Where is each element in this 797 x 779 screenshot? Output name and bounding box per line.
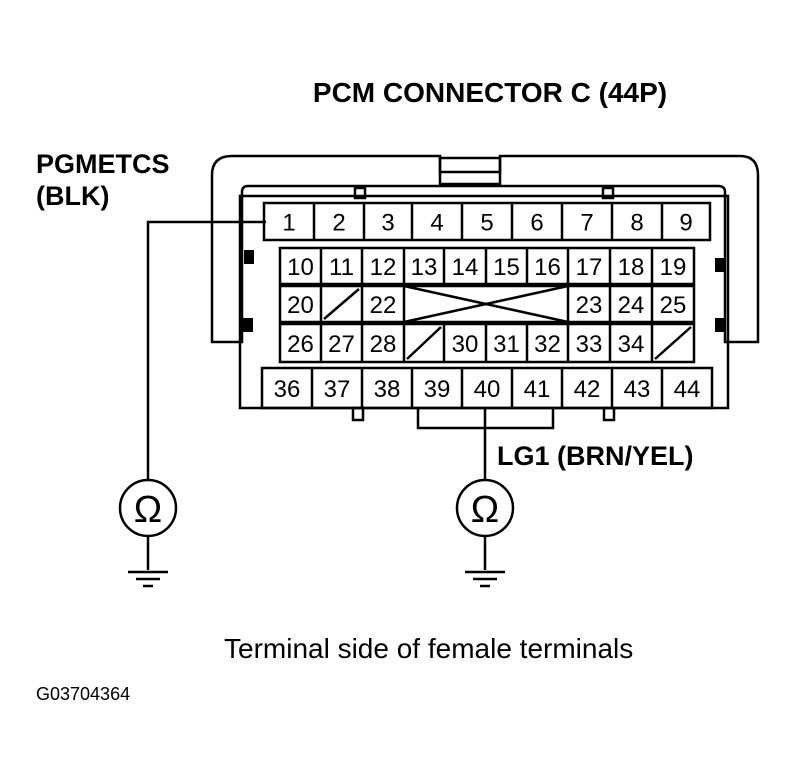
- terminal-26: 26: [287, 331, 314, 358]
- terminal-23: 23: [576, 292, 603, 319]
- terminal-6: 6: [530, 210, 543, 237]
- terminal-2: 2: [332, 210, 345, 237]
- right-probe-wire-label: LG1 (BRN/YEL): [497, 441, 694, 471]
- left-probe-wire-name: PGMETCS: [36, 149, 170, 179]
- terminal-41: 41: [524, 376, 551, 403]
- empty-cavity-x: [403, 284, 569, 324]
- terminal-15: 15: [493, 254, 520, 281]
- ground-icon: [128, 570, 168, 588]
- terminal-39: 39: [424, 376, 451, 403]
- empty-cavity: [654, 326, 692, 360]
- terminal-16: 16: [534, 254, 561, 281]
- terminal-14: 14: [452, 254, 479, 281]
- terminal-7: 7: [580, 210, 593, 237]
- terminal-37: 37: [324, 376, 351, 403]
- terminal-19: 19: [660, 254, 687, 281]
- diagram-caption: Terminal side of female terminals: [224, 633, 633, 664]
- terminal-40: 40: [474, 376, 501, 403]
- diagram-title: PCM CONNECTOR C (44P): [313, 77, 667, 108]
- terminal-5: 5: [480, 210, 493, 237]
- terminal-22: 22: [370, 292, 397, 319]
- empty-cavity: [406, 326, 442, 360]
- terminal-4: 4: [430, 210, 443, 237]
- left-probe-wire-color: (BLK): [36, 181, 109, 211]
- terminal-row: [260, 366, 714, 410]
- terminal-17: 17: [576, 254, 603, 281]
- terminal-18: 18: [618, 254, 645, 281]
- ohmmeter-symbol-left: Ω: [134, 489, 162, 531]
- empty-cavity: [323, 288, 360, 320]
- left-probe: Ω: [118, 220, 266, 588]
- ohmmeter-symbol-right: Ω: [471, 489, 499, 531]
- terminal-20: 20: [287, 292, 314, 319]
- terminal-43: 43: [624, 376, 651, 403]
- terminal-32: 32: [534, 331, 561, 358]
- right-probe: Ω: [455, 408, 515, 588]
- terminal-1: 1: [282, 210, 295, 237]
- terminal-row: [278, 284, 696, 324]
- terminal-42: 42: [574, 376, 601, 403]
- terminal-3: 3: [381, 210, 394, 237]
- terminal-12: 12: [370, 254, 397, 281]
- figure-id: G03704364: [36, 684, 130, 704]
- ground-icon: [465, 570, 505, 588]
- terminal-9: 9: [679, 210, 692, 237]
- terminal-13: 13: [411, 254, 438, 281]
- terminal-28: 28: [370, 331, 397, 358]
- terminal-10: 10: [287, 254, 314, 281]
- terminal-24: 24: [618, 292, 645, 319]
- terminal-27: 27: [328, 331, 355, 358]
- terminal-11: 11: [329, 254, 354, 281]
- terminal-30: 30: [452, 331, 479, 358]
- terminal-36: 36: [274, 376, 301, 403]
- terminal-34: 34: [618, 331, 645, 358]
- terminal-44: 44: [674, 376, 701, 403]
- terminal-8: 8: [630, 210, 643, 237]
- terminal-31: 31: [493, 331, 520, 358]
- terminal-33: 33: [576, 331, 603, 358]
- terminal-38: 38: [374, 376, 401, 403]
- terminal-25: 25: [660, 292, 687, 319]
